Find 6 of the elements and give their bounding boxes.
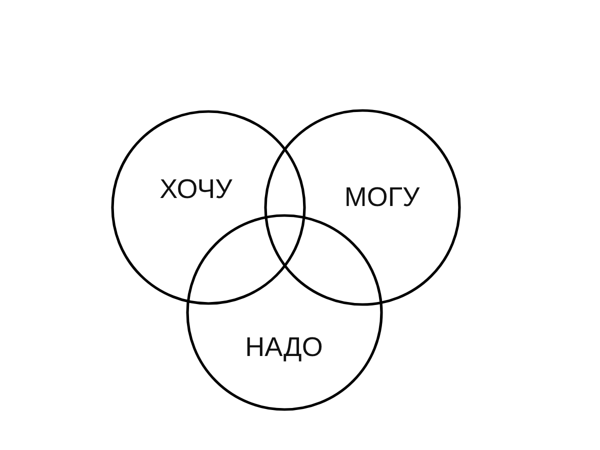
venn-circle	[264, 108, 460, 306]
set-label: НАДО	[245, 333, 323, 363]
set-label: ХОЧУ	[160, 175, 232, 205]
venn-circle	[186, 214, 382, 410]
venn-circle	[110, 110, 306, 304]
set-label: МОГУ	[344, 183, 420, 213]
